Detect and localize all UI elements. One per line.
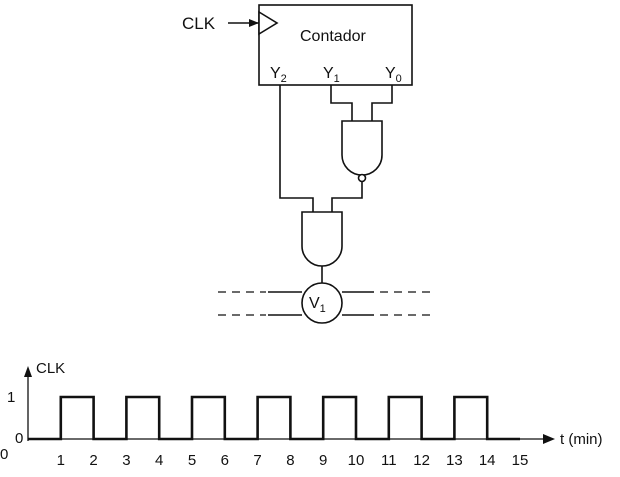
x-tick-label: 6	[221, 452, 229, 469]
counter-box	[258, 4, 413, 86]
output-y0-label: Y0	[385, 65, 402, 85]
x-tick-label: 14	[479, 452, 496, 469]
output-y1-label: Y1	[323, 65, 340, 85]
x-axis-label: t (min)	[560, 431, 603, 448]
wire-y1	[330, 85, 353, 121]
x-tick-label: 9	[319, 452, 327, 469]
x-tick-label: 13	[446, 452, 463, 469]
x-tick-label: 11	[381, 452, 397, 469]
x-axis-arrow	[543, 434, 555, 444]
and-gate	[301, 211, 343, 267]
wire-y0	[371, 85, 393, 121]
x-tick-label: 12	[413, 452, 430, 469]
nand-bubble	[357, 173, 367, 183]
y-tick-1: 1	[7, 389, 15, 406]
x-tick-label: 4	[155, 452, 163, 469]
y-tick-0: 0	[15, 430, 23, 447]
x-tick-label: 5	[188, 452, 196, 469]
wire-y2	[279, 85, 314, 212]
valve-label: V1	[309, 295, 326, 315]
origin-label: 0	[0, 446, 8, 463]
x-tick-label: 3	[122, 452, 130, 469]
output-y2-label: Y2	[270, 65, 287, 85]
x-tick-label: 10	[348, 452, 365, 469]
clk-signal-line	[28, 395, 520, 441]
x-tick-label: 2	[89, 452, 97, 469]
x-tick-label: 1	[57, 452, 65, 469]
y-axis-arrow	[24, 366, 32, 377]
y-axis-label: CLK	[36, 360, 65, 377]
valve-circle	[301, 282, 343, 324]
wire-nand-out	[331, 182, 363, 212]
counter-label: Contador	[300, 28, 366, 45]
clock-triangle-symbol	[258, 10, 279, 36]
x-tick-label: 15	[512, 452, 529, 469]
clk-arrow	[249, 19, 259, 27]
circuit: CLK Contador Y2 Y1 Y0	[182, 4, 430, 324]
clk-input-label: CLK	[182, 14, 216, 33]
nand-gate	[341, 120, 383, 176]
x-tick-label: 8	[286, 452, 294, 469]
x-tick-label: 7	[253, 452, 261, 469]
